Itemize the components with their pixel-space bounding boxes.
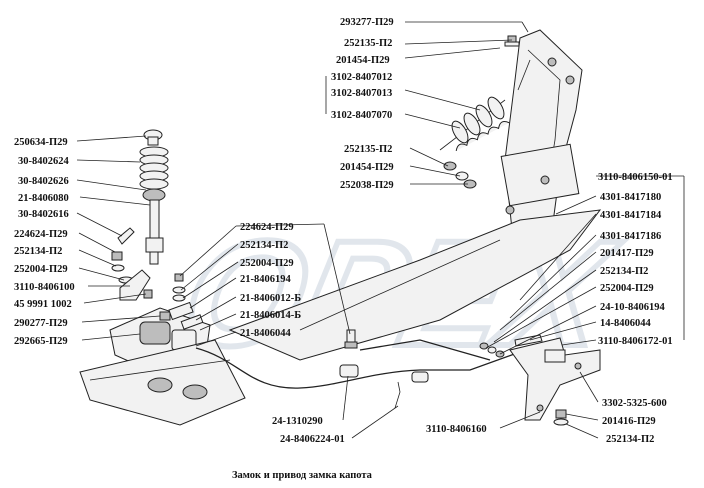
label-252004-p29-mid: 252004-П29 (240, 258, 294, 269)
label-250634-p29: 250634-П29 (14, 137, 68, 148)
label-3110-8406160: 3110-8406160 (426, 424, 487, 435)
label-21-8406080: 21-8406080 (18, 193, 69, 204)
label-252004-p29-left: 252004-П29 (14, 264, 68, 275)
small-hook (117, 227, 135, 245)
label-252134-p2-mid: 252134-П2 (240, 240, 288, 251)
label-252004-p29-right: 252004-П29 (600, 283, 654, 294)
label-30-8402624: 30-8402624 (18, 156, 69, 167)
label-21-8406044: 21-8406044 (240, 328, 291, 339)
label-292665-p29: 292665-П29 (14, 336, 68, 347)
label-4301-8417180: 4301-8417180 (600, 192, 661, 203)
label-293277-p29-top: 293277-П29 (340, 17, 394, 28)
release-lever-bracket (509, 337, 601, 426)
part-labels: 293277-П29 252135-П2 201454-П29 3102-840… (14, 17, 673, 445)
label-3102-8407013: 3102-8407013 (331, 88, 392, 99)
label-252135-p2-mid: 252135-П2 (344, 144, 392, 155)
label-4301-8417184: 4301-8417184 (600, 210, 662, 221)
label-3102-8407070: 3102-8407070 (331, 110, 392, 121)
leader-lines (76, 21, 685, 439)
label-290277-p29: 290277-П29 (14, 318, 68, 329)
label-252134-p2-bottom: 252134-П2 (606, 434, 654, 445)
label-30-8402626: 30-8402626 (18, 176, 69, 187)
label-21-8406014-b: 21-8406014-Б (240, 310, 301, 321)
label-3110-8406100: 3110-8406100 (14, 282, 75, 293)
label-24-10-8406194: 24-10-8406194 (600, 302, 665, 313)
label-3102-8407012: 3102-8407012 (331, 72, 392, 83)
label-201417-p29: 201417-П29 (600, 248, 654, 259)
label-201416-p29: 201416-П29 (602, 416, 656, 427)
label-224624-p29-mid: 224624-П29 (240, 222, 294, 233)
label-3110-8406172-01: 3110-8406172-01 (598, 336, 673, 347)
label-4301-8417186: 4301-8417186 (600, 231, 661, 242)
label-224624-p29-left: 224624-П29 (14, 229, 68, 240)
label-45-9991-1002: 45 9991 1002 (14, 299, 72, 310)
label-3110-8406150-01: 3110-8406150-01 (598, 172, 673, 183)
label-252134-p2-right: 252134-П2 (600, 266, 648, 277)
centre-bolt (344, 329, 358, 349)
label-252038-p29: 252038-П29 (340, 180, 394, 191)
middle-bolts (168, 273, 204, 330)
radiator-support-panel (79, 339, 246, 426)
hood-panel (228, 209, 602, 361)
left-bolts (111, 251, 153, 301)
top-bolt (504, 35, 520, 47)
label-201454-p29-top: 201454-П29 (336, 55, 390, 66)
label-21-8406194: 21-8406194 (240, 274, 291, 285)
release-cable (195, 339, 521, 409)
label-24-8406224-01: 24-8406224-01 (280, 434, 345, 445)
label-24-1310290: 24-1310290 (272, 416, 323, 427)
label-252135-p2-top: 252135-П2 (344, 38, 392, 49)
label-21-8406012-b: 21-8406012-Б (240, 293, 301, 304)
label-14-8406044: 14-8406044 (600, 318, 651, 329)
label-252134-p2-left: 252134-П2 (14, 246, 62, 257)
label-3302-5325-600: 3302-5325-600 (602, 398, 667, 409)
hood-hinge-bracket (500, 29, 583, 241)
label-30-8402616: 30-8402616 (18, 209, 69, 220)
label-201454-p29-mid: 201454-П29 (340, 162, 394, 173)
diagram-caption: Замок и привод замка капота (232, 470, 373, 481)
hood-spring (439, 96, 510, 152)
lock-spring-stack (139, 129, 169, 265)
